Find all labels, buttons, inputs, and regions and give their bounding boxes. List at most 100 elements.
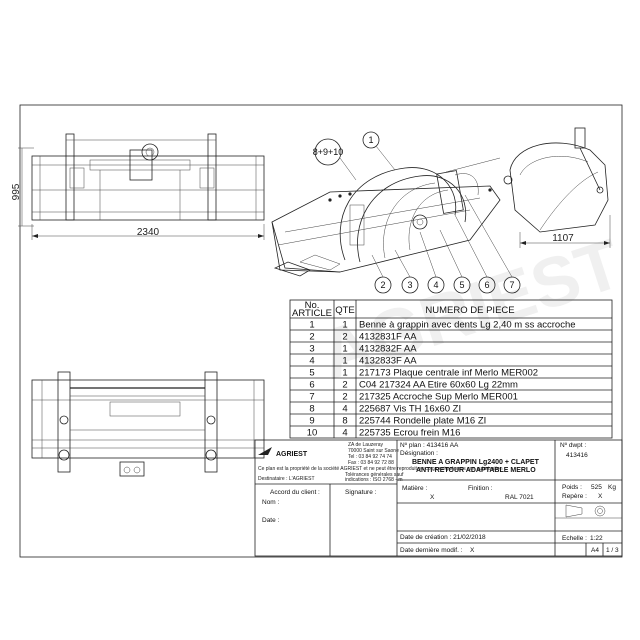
date-label: Date : — [262, 517, 280, 524]
material-value: X — [430, 494, 435, 501]
signature-label: Signature : — [345, 489, 377, 496]
bom-row: 9 8 225744 Rondelle plate M16 ZI — [309, 416, 486, 427]
bom-cell-part: 4132832F AA — [359, 344, 417, 355]
svg-text:ZA de Lauzeray: ZA de Lauzeray — [348, 442, 384, 448]
bom-cell-qty: 1 — [342, 368, 347, 379]
iso-center-hub — [412, 214, 428, 230]
bom-cell-no: 9 — [309, 416, 314, 427]
bom-cell-no: 2 — [309, 332, 314, 343]
svg-text:1: 1 — [368, 135, 373, 145]
bom-row: 3 1 4132832F AA — [309, 344, 417, 355]
callout-1 — [362, 131, 380, 149]
designation-line-1: BENNE A GRAPPIN Lg2400 + CLAPET — [412, 459, 540, 466]
svg-text:Echelle :: Echelle : — [562, 535, 587, 542]
bom-row: 5 1 217173 Plaque centrale inf Merlo MER00… — [309, 368, 538, 379]
bom-row: 4 1 4132833F AA — [309, 356, 417, 367]
svg-text:6: 6 — [484, 280, 489, 290]
dwg-no-value: 413416 — [566, 452, 588, 459]
front-bucket-outline — [31, 155, 265, 221]
svg-text:Tel : 03 84 92 74 74: Tel : 03 84 92 74 74 — [348, 454, 392, 460]
bom-cell-no: 3 — [309, 344, 314, 355]
svg-text:Tolérances générales sauf: Tolérances générales sauf — [345, 472, 404, 478]
title-block: AGRIEST ZA de Lauzeray 70000 Saint sur S… — [254, 439, 623, 557]
bom-header-part: NUMERO DE PIECE — [425, 305, 514, 316]
bom-cell-part: 4132833F AA — [359, 356, 417, 367]
bom-cell-part: 225744 Rondelle plate M16 ZI — [359, 416, 486, 427]
side-view: 1107 — [503, 127, 611, 248]
bom-header-article: ARTICLE — [292, 308, 332, 319]
bom-cell-part: C04 217324 AA Etire 60x60 Lg 22mm — [359, 380, 518, 391]
bom-cell-part: 217173 Plaque centrale inf Merlo MER002 — [359, 368, 538, 379]
bom-cell-qty: 2 — [342, 332, 347, 343]
iso-grapple-arm-1 — [339, 167, 457, 261]
bom-cell-part: 225735 Ecrou frein M16 — [359, 428, 460, 439]
height-dim-label: 995 — [11, 183, 22, 200]
plan-number: Nº plan : 413416 AA — [400, 442, 459, 449]
client-agreement-label: Accord du client : — [270, 489, 320, 496]
top-bucket-outline — [31, 379, 265, 459]
finish-value: RAL 7021 — [505, 494, 534, 501]
bom-cell-no: 4 — [309, 356, 314, 367]
svg-text:70000 Saint sur Saone: 70000 Saint sur Saone — [348, 448, 399, 454]
isometric-view — [271, 157, 501, 277]
designation-label: Désignation : — [400, 450, 438, 457]
svg-text:Poids :: Poids : — [562, 484, 582, 491]
front-arm-left — [65, 133, 75, 221]
projection-symbol — [565, 504, 606, 518]
bom-header-qty: QTE — [335, 305, 355, 316]
brand-logo-mark — [258, 447, 272, 455]
top-view — [31, 371, 265, 477]
svg-text:indications : ISO 2768 - m: indications : ISO 2768 - m — [345, 477, 403, 483]
ownership-notice: Ce plan est la propriété de la société A… — [258, 466, 503, 472]
svg-text:Repère :: Repère : — [562, 493, 587, 500]
callout-group: 8+9+10 1 2 3 4 5 6 7 — [313, 131, 521, 294]
designation-line-2: ANTI-RETOUR ADAPTABLE MERLO — [416, 467, 536, 474]
svg-text:Destinataire : L'AGRIEST: Destinataire : L'AGRIEST — [258, 476, 315, 482]
bom-header-no: No. — [305, 300, 320, 311]
bom-row: 6 2 C04 217324 AA Etire 60x60 Lg 22mm — [309, 380, 518, 391]
front-hitch-ring — [141, 143, 159, 161]
svg-text:4: 4 — [433, 280, 438, 290]
bom-cell-part: 217325 Accroche Sup Merlo MER001 — [359, 392, 518, 403]
bom-cell-qty: 1 — [342, 344, 347, 355]
svg-text:2: 2 — [380, 280, 385, 290]
bom-cell-part: 225687 Vis TH 16x60 ZI — [359, 404, 461, 415]
front-arm-right — [207, 133, 217, 221]
sheet-value: 1 / 3 — [606, 547, 619, 554]
mark-value: X — [598, 493, 603, 500]
svg-text:Fax : 03 84 92 72 88: Fax : 03 84 92 72 88 — [348, 460, 394, 466]
bom-cell-no: 5 — [309, 368, 314, 379]
width-dim-label: 2340 — [137, 227, 160, 238]
bom-cell-qty: 1 — [342, 320, 347, 331]
bom-row: 2 2 4132831F AA — [309, 332, 417, 343]
bom-cell-no: 1 — [309, 320, 314, 331]
svg-text:8+9+10: 8+9+10 — [313, 147, 344, 157]
weight-value: 525 — [591, 484, 602, 491]
bom-cell-qty: 2 — [342, 392, 347, 403]
callout-8-9-10 — [314, 138, 342, 166]
dwg-no-label: Nº dwpt : — [560, 442, 586, 449]
svg-text:Date dernière modif. :: Date dernière modif. : — [400, 547, 463, 554]
bom-cell-qty: 4 — [342, 428, 347, 439]
svg-text:Finition :: Finition : — [468, 485, 493, 492]
bom-cell-part: 4132831F AA — [359, 332, 417, 343]
brand-name: AGRIEST — [276, 451, 308, 458]
bom-cell-no: 6 — [309, 380, 314, 391]
svg-text:7: 7 — [509, 280, 514, 290]
creation-date: Date de création : 21/02/2018 — [400, 534, 486, 541]
name-label: Nom : — [262, 499, 280, 506]
bom-cell-qty: 1 — [342, 356, 347, 367]
bom-cell-no: 10 — [307, 428, 318, 439]
format-value: A4 — [591, 547, 599, 554]
bom-cell-qty: 2 — [342, 380, 347, 391]
front-view: 995 2340 — [11, 133, 265, 240]
svg-text:Matière :: Matière : — [402, 485, 427, 492]
bom-cell-qty: 4 — [342, 404, 347, 415]
depth-dim-label: 1107 — [552, 233, 574, 244]
bom-cell-qty: 8 — [342, 416, 347, 427]
side-bucket-outline — [509, 142, 609, 233]
